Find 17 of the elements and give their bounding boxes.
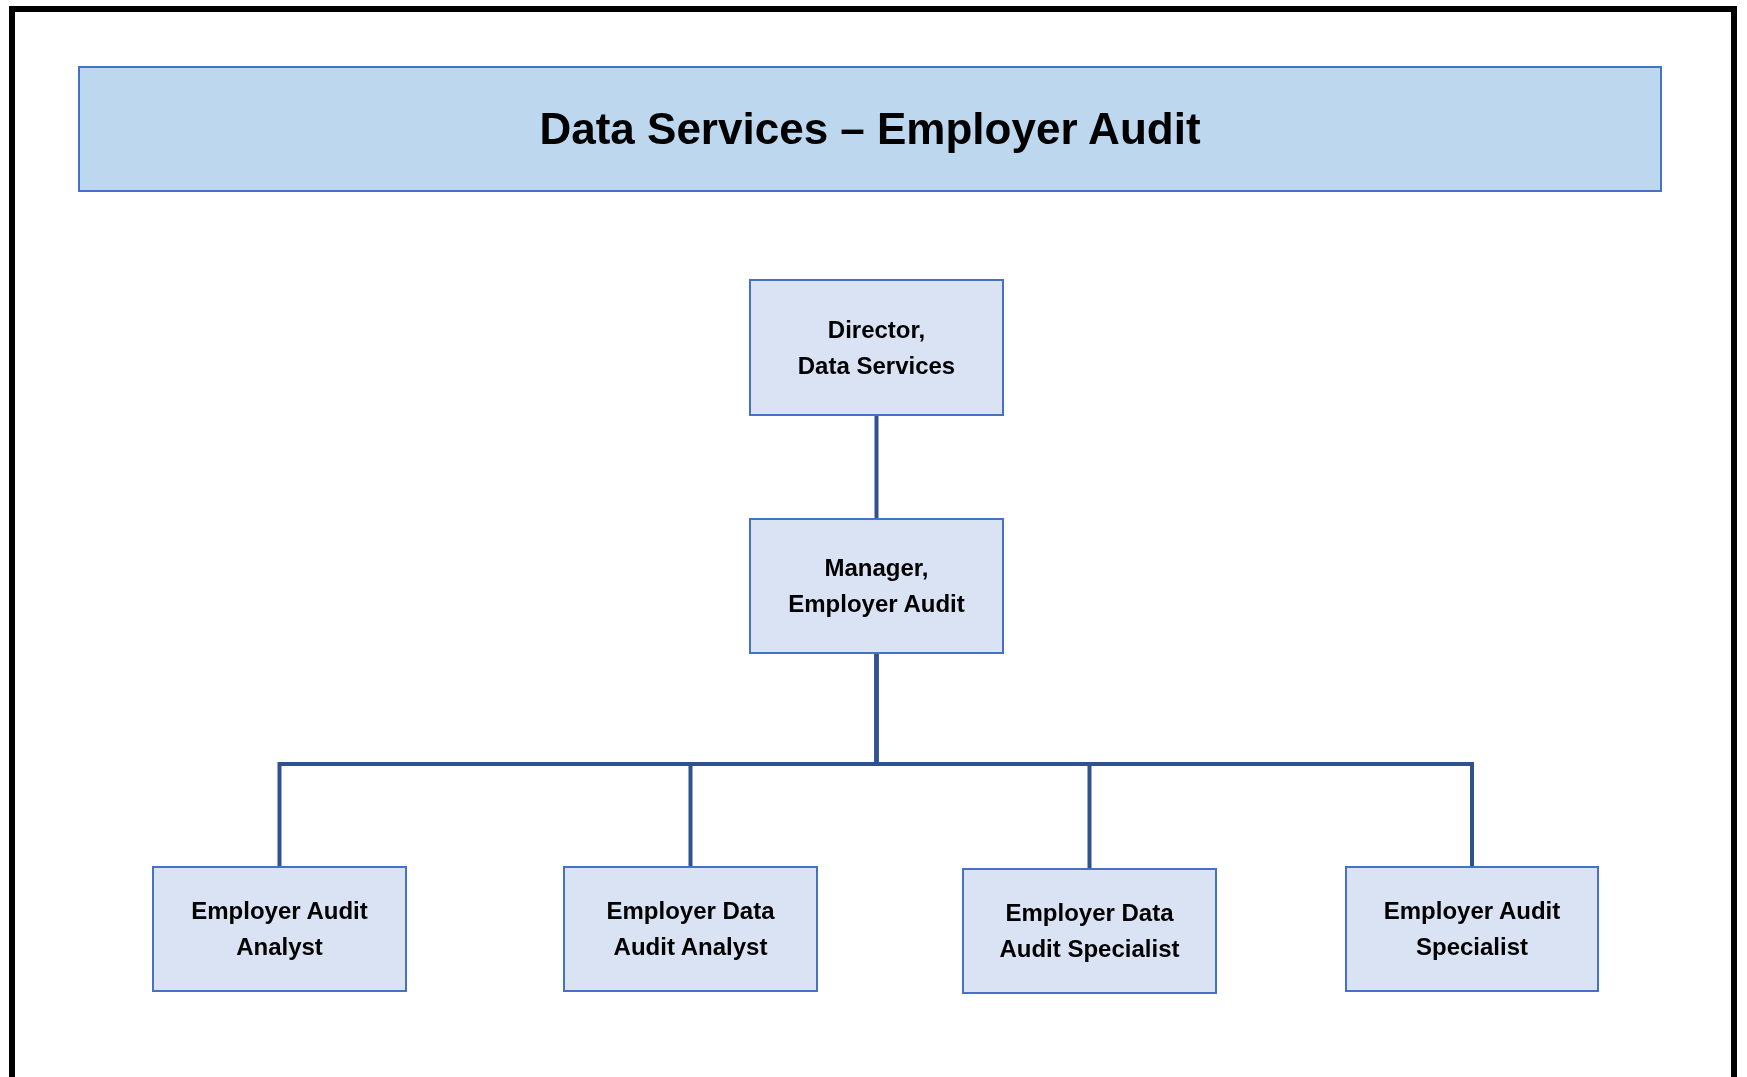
role-title: Employer Data Audit Specialist — [998, 898, 1181, 964]
role-box — [749, 279, 1004, 416]
connector-line — [874, 654, 1474, 866]
role-box — [749, 518, 1004, 654]
role-title: Employer Data Audit Analyst — [605, 896, 776, 962]
role-box — [152, 866, 407, 992]
role-title: Data Services — [797, 350, 956, 381]
connector-line — [874, 416, 879, 518]
role-title: Director, — [827, 314, 926, 345]
role-box — [1345, 866, 1599, 992]
role-title: Employer Audit Analyst — [190, 896, 369, 962]
role-title: Employer Audit — [788, 589, 965, 619]
title: Data Services – Employer Audit — [539, 103, 1201, 155]
role-box — [563, 866, 818, 992]
role-title: Manager, — [824, 553, 929, 583]
role-title: Employer Audit Specialist — [1382, 896, 1562, 962]
role-box — [962, 868, 1217, 994]
